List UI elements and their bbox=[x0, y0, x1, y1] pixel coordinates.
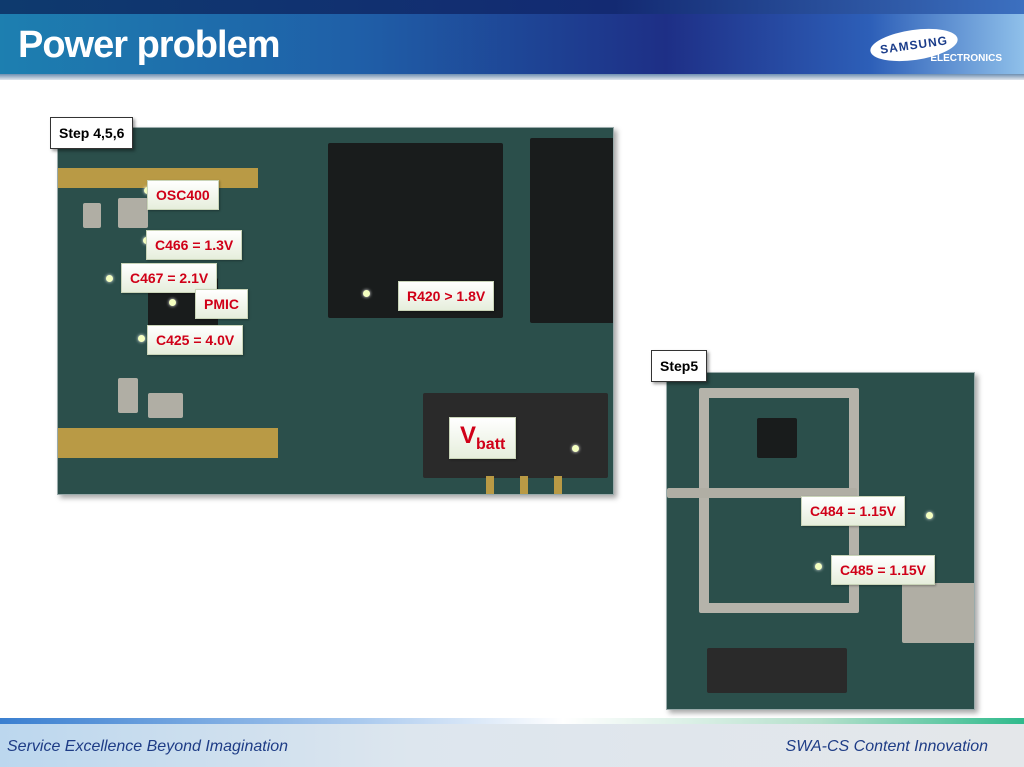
label-vbatt: Vbatt bbox=[449, 417, 517, 459]
label-r420: R420 > 1.8V bbox=[398, 281, 495, 311]
probe-point bbox=[815, 563, 822, 570]
logo-subtext: ELECTRONICS bbox=[930, 53, 1002, 64]
component bbox=[148, 393, 183, 418]
chip bbox=[757, 418, 797, 458]
sim-contact bbox=[902, 583, 974, 643]
component bbox=[118, 198, 148, 228]
step-label: Step5 bbox=[651, 350, 708, 382]
shield-frame bbox=[667, 488, 857, 498]
label-c484: C484 = 1.15V bbox=[801, 496, 906, 526]
header-shade bbox=[0, 74, 1024, 80]
probe-point bbox=[138, 335, 145, 342]
label-osc400: OSC400 bbox=[147, 180, 219, 210]
pcb-gold-trace bbox=[58, 428, 278, 458]
header-topbar bbox=[0, 0, 1024, 14]
label-c466: C466 = 1.3V bbox=[146, 230, 243, 260]
label-c425: C425 = 4.0V bbox=[147, 325, 244, 355]
footer-line bbox=[0, 718, 1024, 724]
probe-point bbox=[572, 445, 579, 452]
probe-point bbox=[363, 290, 370, 297]
connector-pin bbox=[520, 476, 528, 494]
pcb-photo-step5 bbox=[666, 372, 975, 710]
component bbox=[118, 378, 138, 413]
probe-point bbox=[106, 275, 113, 282]
battery-connector bbox=[707, 648, 847, 693]
probe-point bbox=[169, 299, 176, 306]
probe-point bbox=[926, 512, 933, 519]
memory-chip bbox=[530, 138, 613, 323]
pcb-photo-main bbox=[57, 127, 614, 495]
footer-department: SWA-CS Content Innovation bbox=[785, 738, 988, 755]
label-pmic: PMIC bbox=[195, 289, 248, 319]
footer-slogan: Service Excellence Beyond Imagination bbox=[7, 738, 289, 755]
vbatt-main: V bbox=[460, 422, 477, 449]
slide-header: Power problem SAMSUNG ELECTRONICS bbox=[0, 0, 1024, 80]
component bbox=[83, 203, 101, 228]
vbatt-sub: batt bbox=[476, 435, 506, 453]
label-c467: C467 = 2.1V bbox=[121, 263, 218, 293]
connector-pin bbox=[554, 476, 562, 494]
label-c485: C485 = 1.15V bbox=[831, 555, 936, 585]
step-label: Step 4,5,6 bbox=[50, 117, 134, 149]
slide-title: Power problem bbox=[18, 24, 280, 66]
samsung-logo: SAMSUNG ELECTRONICS bbox=[862, 24, 1002, 68]
connector-pin bbox=[486, 476, 494, 494]
slide-footer: Service Excellence Beyond Imagination SW… bbox=[0, 718, 1024, 767]
